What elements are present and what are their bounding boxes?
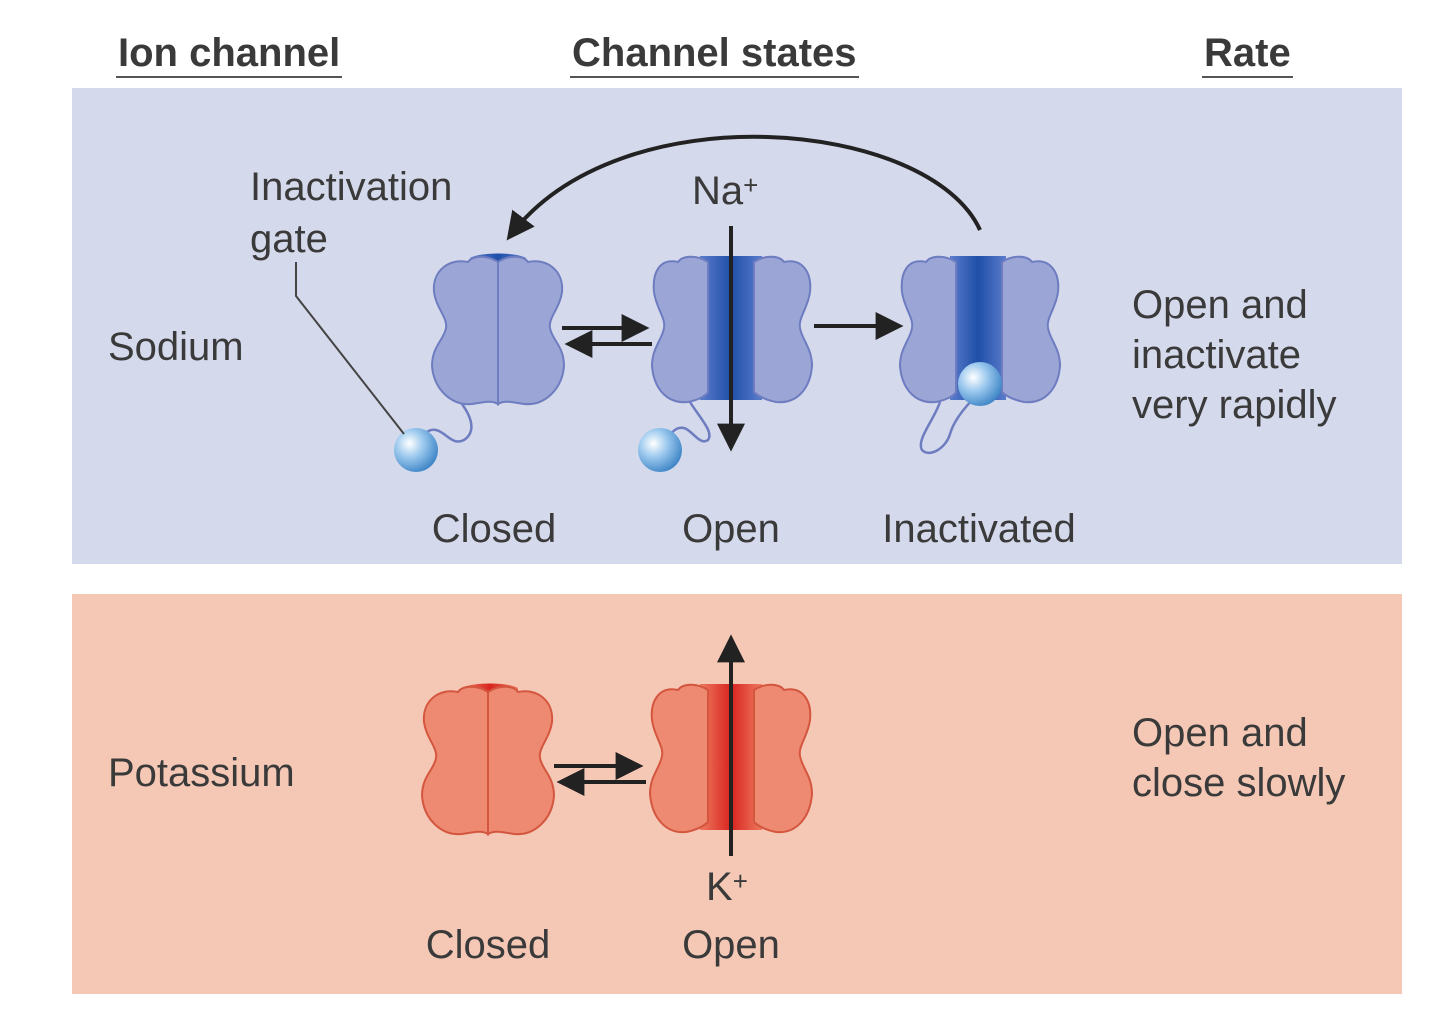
potassium-state-closed: Closed xyxy=(425,923,551,967)
gate-leader-line xyxy=(295,262,405,435)
sodium-inactivated-channel xyxy=(898,255,1062,455)
sodium-open-channel xyxy=(638,226,814,472)
sodium-state-inactivated: Inactivated xyxy=(882,507,1076,551)
potassium-state-open: Open xyxy=(682,923,780,967)
potassium-equilibrium-arrows xyxy=(554,752,646,796)
sodium-state-open: Open xyxy=(682,507,780,551)
potassium-row-label: Potassium xyxy=(108,751,295,795)
sodium-closed-channel xyxy=(394,253,566,472)
sodium-equilibrium-arrows xyxy=(562,314,652,358)
sodium-rate-line3: very rapidly xyxy=(1132,383,1337,427)
sodium-row-label: Sodium xyxy=(108,325,244,369)
potassium-ion-label: K+ xyxy=(706,865,748,909)
potassium-open-channel xyxy=(648,634,814,856)
sodium-ion-label: Na+ xyxy=(692,169,759,213)
sodium-rate-line2: inactivate xyxy=(1132,333,1301,377)
sodium-rate-line1: Open and xyxy=(1132,283,1308,327)
header-channel-states: Channel states xyxy=(570,30,859,78)
gate-label-line1: Inactivation xyxy=(250,165,453,209)
sodium-recovery-arrow xyxy=(506,134,982,241)
header-ion-channel: Ion channel xyxy=(116,30,343,78)
potassium-closed-channel xyxy=(420,683,556,836)
gate-label-line2: gate xyxy=(250,217,328,261)
sodium-state-closed: Closed xyxy=(431,507,557,551)
potassium-rate-line1: Open and xyxy=(1132,711,1308,755)
potassium-rate-line2: close slowly xyxy=(1132,761,1346,805)
header-rate: Rate xyxy=(1202,30,1293,78)
